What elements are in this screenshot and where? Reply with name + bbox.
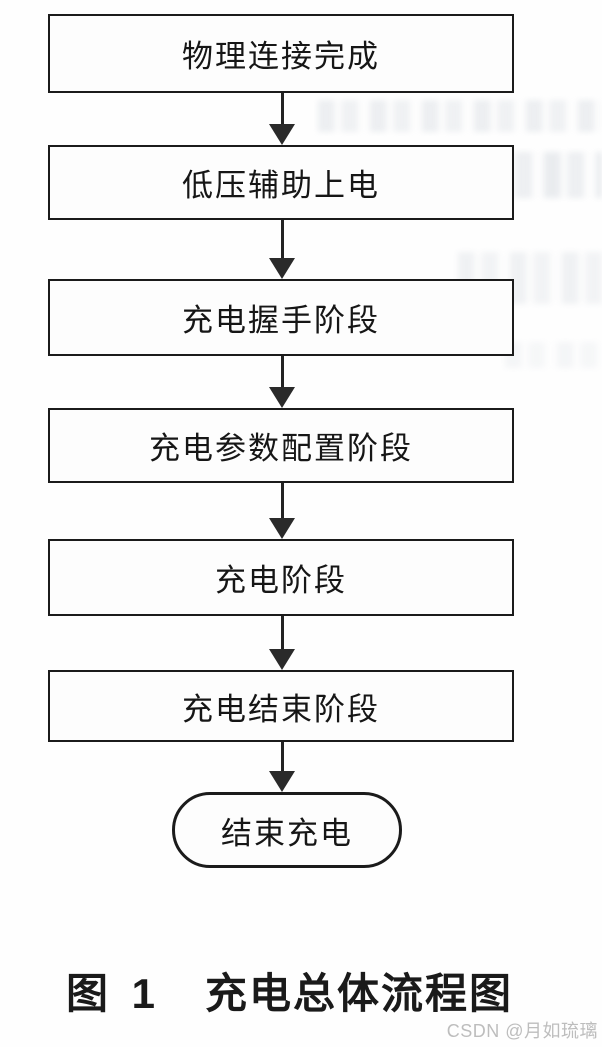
flow-step-charging-end-phase: 充电结束阶段 (48, 670, 514, 742)
flow-step-label: 充电握手阶段 (182, 303, 380, 338)
bleedthrough-artifact (318, 100, 602, 132)
flow-step-handshake-phase: 充电握手阶段 (48, 279, 514, 356)
figure-title: 充电总体流程图 (205, 970, 514, 1017)
figure-caption: 图 1 充电总体流程图 (66, 960, 546, 1021)
down-arrow (269, 220, 295, 279)
down-arrow (269, 742, 295, 792)
flow-terminator-end-charging: 结束充电 (172, 792, 402, 868)
flow-step-label: 充电阶段 (215, 563, 347, 598)
flow-step-label: 低压辅助上电 (182, 168, 380, 203)
arrow-stem (280, 356, 284, 388)
arrow-head (269, 518, 295, 539)
arrow-head (269, 387, 295, 408)
down-arrow (269, 356, 295, 408)
figure-number: 图 1 (66, 970, 162, 1017)
flow-step-charging-phase: 充电阶段 (48, 539, 514, 616)
arrow-head (269, 124, 295, 145)
flow-terminator-label: 结束充电 (221, 815, 353, 851)
arrow-head (269, 771, 295, 792)
arrow-stem (280, 616, 284, 650)
arrow-head (269, 258, 295, 279)
arrow-head (269, 649, 295, 670)
bleedthrough-artifact (505, 342, 602, 368)
arrow-stem (280, 93, 284, 125)
down-arrow (269, 616, 295, 670)
flow-step-label: 充电结束阶段 (182, 691, 380, 727)
down-arrow (269, 93, 295, 145)
arrow-stem (280, 483, 284, 519)
flow-step-physical-connection: 物理连接完成 (48, 14, 514, 93)
down-arrow (269, 483, 295, 539)
arrow-stem (280, 742, 284, 772)
flow-step-parameter-config-phase: 充电参数配置阶段 (48, 408, 514, 483)
arrow-stem (280, 220, 284, 259)
csdn-watermark: CSDN @月如琉璃 (446, 1021, 598, 1041)
flow-step-label: 充电参数配置阶段 (149, 431, 413, 466)
flow-step-low-voltage-power-on: 低压辅助上电 (48, 145, 514, 220)
flow-step-label: 物理连接完成 (182, 39, 380, 74)
